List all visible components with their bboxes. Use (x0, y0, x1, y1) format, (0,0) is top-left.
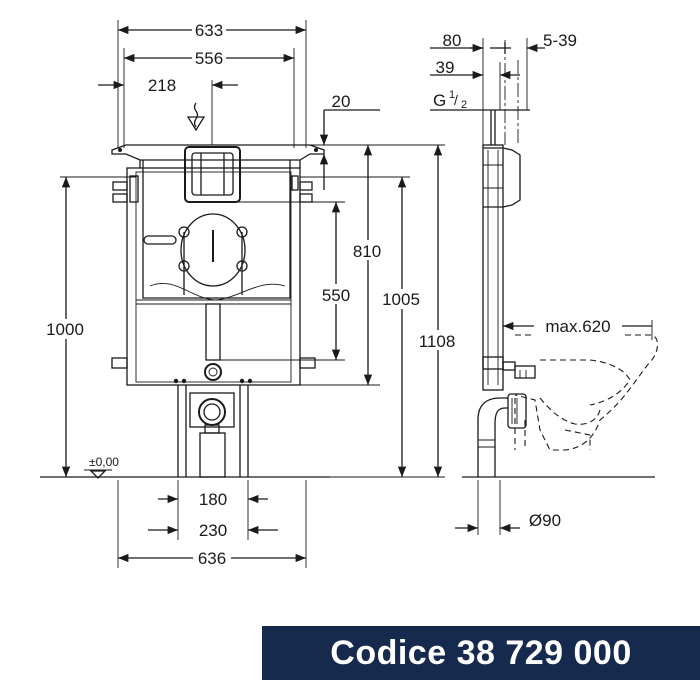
frame-outer (126, 167, 301, 386)
flush-valve (180, 213, 246, 287)
top-mounting-bar (111, 144, 325, 161)
thread-label: G 1 / 2 (433, 89, 467, 111)
dim-5-39-label: 5-39 (543, 31, 577, 50)
dim-1005-label: 1005 (382, 290, 420, 309)
waste-pipe-inner (494, 407, 508, 477)
dim-20-label: 20 (332, 92, 351, 111)
dim-1108-label: 1108 (419, 332, 456, 351)
side-frame (482, 144, 504, 391)
dim-80-label: 80 (443, 31, 462, 50)
level-label: ±0,00 (89, 455, 119, 469)
dim-39-label: 39 (436, 58, 455, 77)
water-inlet-arrow (186, 116, 206, 132)
product-code: Codice 38 729 000 (330, 633, 632, 672)
dim-550-label: 550 (322, 286, 350, 305)
side-view: 80 5-39 39 G 1 / 2 max.620 (430, 31, 659, 535)
dim-dia90-label: Ø90 (529, 511, 561, 530)
thread-g: G (433, 91, 446, 110)
dim-1000-label: 1000 (46, 320, 84, 339)
side-flush-box (483, 147, 521, 208)
waste-connector (507, 393, 527, 429)
water-inlet-wave (193, 102, 199, 128)
cistern-body (142, 160, 291, 299)
product-code-banner: Codice 38 729 000 (262, 626, 700, 680)
dim-636-label: 636 (198, 549, 226, 568)
flush-opening (184, 146, 241, 203)
toilet-bowl-outline (514, 334, 659, 451)
thread-den: 2 (461, 99, 467, 111)
dim-230-label: 230 (199, 521, 227, 540)
dim-180-label: 180 (199, 490, 227, 509)
drain-outlet (189, 392, 235, 428)
dim-max620-label: max.620 (545, 317, 610, 336)
drain-pipe (199, 432, 226, 478)
label-plate (143, 235, 177, 245)
level-marker (89, 470, 107, 479)
dim-556-label: 556 (195, 49, 223, 68)
dim-218-label: 218 (148, 76, 176, 95)
svg-text:/: / (454, 92, 458, 108)
dim-810-label: 810 (353, 242, 381, 261)
waste-pipe-outer (477, 397, 508, 477)
flush-pipe (205, 303, 221, 361)
front-view: 633 556 218 20 810 550 1005 1108 1000 ±0… (40, 20, 462, 568)
frame-inner (135, 171, 292, 383)
thread-num: 1 (449, 89, 455, 101)
dim-633-label: 633 (195, 21, 223, 40)
